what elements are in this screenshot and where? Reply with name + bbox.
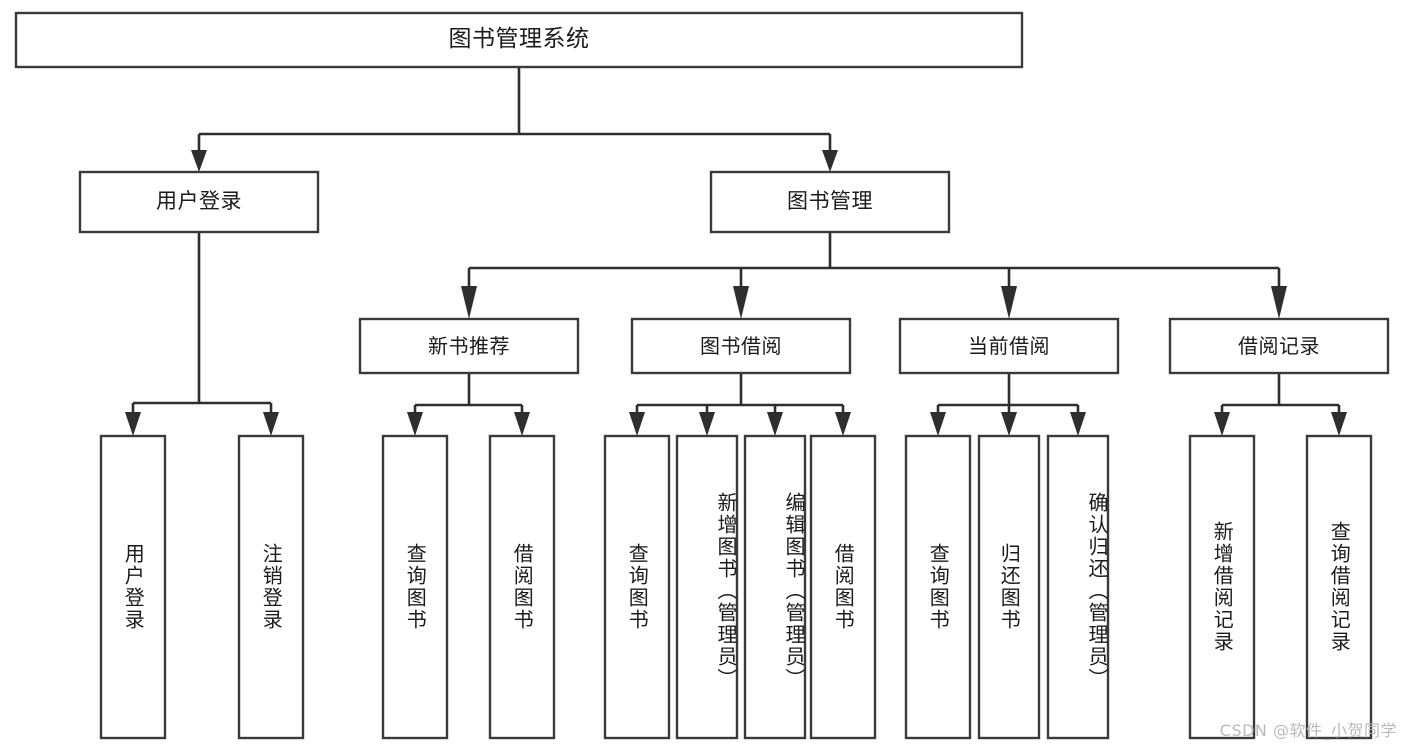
- arrowhead-current-borrow: [1001, 286, 1017, 319]
- watermark-text: CSDN @软件_小贺同学: [1219, 721, 1397, 740]
- connector-group-new-book-recommend: [407, 373, 530, 436]
- node-box-leaf-confirm-return[interactable]: [1046, 434, 1110, 740]
- connector-group-current-borrow: [930, 373, 1086, 436]
- arrowhead-leaf-user-login: [125, 412, 141, 436]
- node-box-leaf-edit-book-admin[interactable]: [743, 434, 807, 740]
- arrowhead-book-borrow: [733, 286, 749, 319]
- node-box-book-manage[interactable]: [709, 170, 951, 234]
- arrowhead-leaf-add-book-admin: [699, 412, 715, 436]
- node-box-leaf-user-login[interactable]: [99, 434, 167, 740]
- node-box-leaf-query-book-2[interactable]: [603, 434, 671, 740]
- node-box-leaf-add-borrow-record[interactable]: [1188, 434, 1256, 740]
- arrowhead-user-login: [191, 150, 207, 172]
- node-box-leaf-logout-login[interactable]: [237, 434, 305, 740]
- arrowhead-leaf-confirm-return: [1070, 412, 1086, 436]
- node-box-leaf-return-book[interactable]: [977, 434, 1041, 740]
- node-box-root[interactable]: [14, 11, 1024, 69]
- connector-group-borrow-record: [1214, 373, 1347, 436]
- arrowhead-leaf-logout-login: [263, 412, 279, 436]
- arrowhead-leaf-query-book-3: [930, 412, 946, 436]
- arrowhead-leaf-return-book: [1001, 412, 1017, 436]
- node-box-leaf-query-borrow-record[interactable]: [1305, 434, 1373, 740]
- node-box-leaf-query-book-3[interactable]: [904, 434, 972, 740]
- connector-group-root: [191, 67, 838, 172]
- arrowhead-leaf-borrow-book-2: [835, 412, 851, 436]
- node-box-current-borrow[interactable]: [898, 317, 1120, 375]
- node-box-leaf-query-book-1[interactable]: [381, 434, 449, 740]
- node-box-leaf-add-book-admin[interactable]: [675, 434, 739, 740]
- arrowhead-leaf-query-borrow-record: [1331, 412, 1347, 436]
- arrowhead-leaf-query-book-2: [629, 412, 645, 436]
- arrowhead-leaf-borrow-book-1: [514, 412, 530, 436]
- arrowhead-leaf-query-book-1: [407, 412, 423, 436]
- node-box-leaf-borrow-book-1[interactable]: [488, 434, 556, 740]
- node-box-user-login[interactable]: [78, 170, 320, 234]
- arrowhead-borrow-record: [1271, 286, 1287, 319]
- node-box-borrow-record[interactable]: [1168, 317, 1390, 375]
- node-box-new-book-recommend[interactable]: [358, 317, 580, 375]
- connector-group-book-manage: [461, 232, 1287, 319]
- arrowhead-leaf-edit-book-admin: [767, 412, 783, 436]
- arrowhead-leaf-add-borrow-record: [1214, 412, 1230, 436]
- arrowhead-book-manage: [822, 150, 838, 172]
- arrowhead-new-book-recommend: [461, 286, 477, 319]
- node-box-leaf-borrow-book-2[interactable]: [809, 434, 877, 740]
- connector-group-user-login: [125, 232, 279, 436]
- node-box-book-borrow[interactable]: [630, 317, 852, 375]
- connector-group-book-borrow: [629, 373, 851, 436]
